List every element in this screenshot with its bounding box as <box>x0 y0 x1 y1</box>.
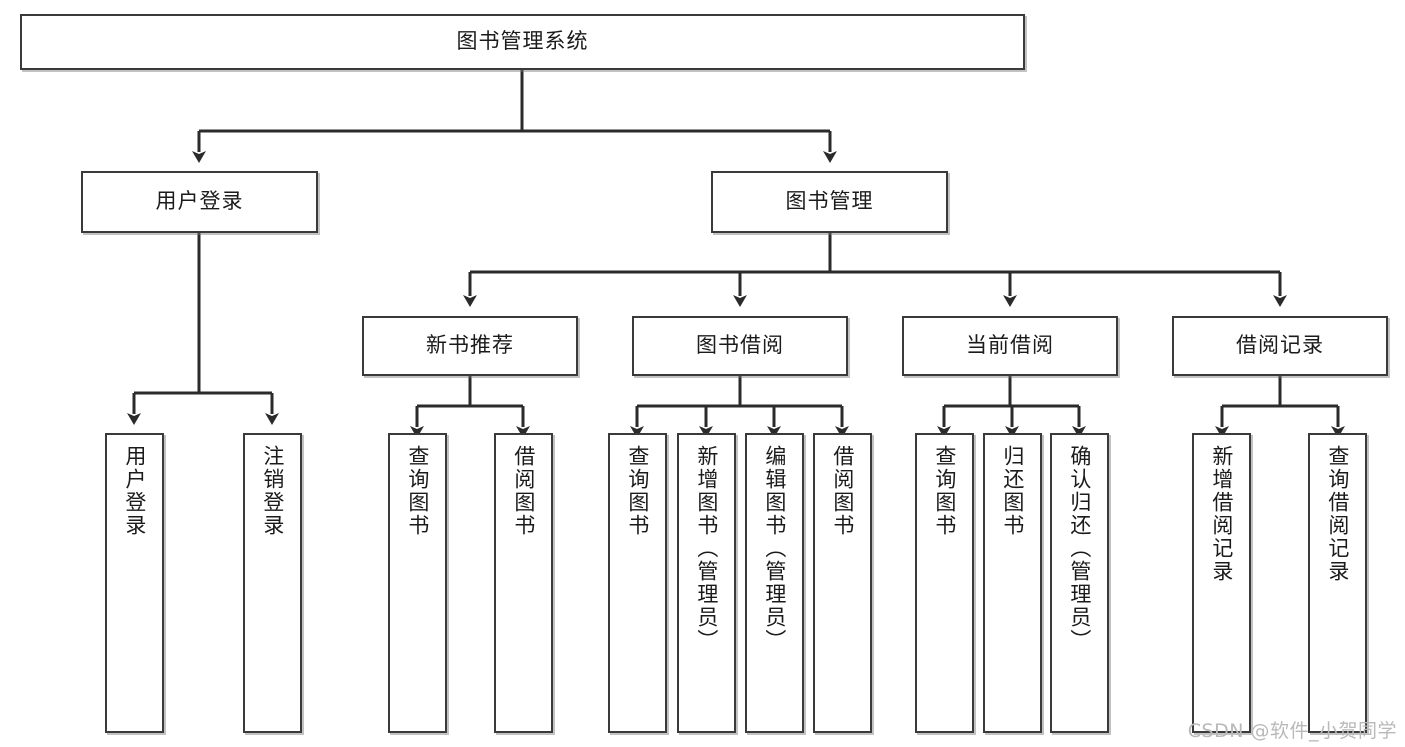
node-label: 新增图书（管理员） <box>694 445 719 652</box>
leaf-query-book-recommend[interactable]: 查询图书 <box>388 433 447 733</box>
node-label: 图书借阅 <box>696 333 784 358</box>
node-label: 查询图书 <box>625 445 650 537</box>
leaf-add-book-admin[interactable]: 新增图书（管理员） <box>677 433 736 733</box>
node-current-borrow[interactable]: 当前借阅 <box>902 316 1118 376</box>
node-new-book-recommend[interactable]: 新书推荐 <box>362 316 578 376</box>
node-label: 图书管理系统 <box>456 29 589 54</box>
node-label: 图书管理 <box>785 189 874 214</box>
node-book-management[interactable]: 图书管理 <box>711 171 948 233</box>
node-label: 新增借阅记录 <box>1209 445 1234 583</box>
leaf-confirm-return-admin[interactable]: 确认归还（管理员） <box>1050 433 1109 733</box>
leaf-return-book[interactable]: 归还图书 <box>983 433 1042 733</box>
node-label: 确认归还（管理员） <box>1067 445 1092 652</box>
node-label: 借阅图书 <box>830 445 855 537</box>
leaf-borrow-book[interactable]: 借阅图书 <box>813 433 872 733</box>
node-root-system[interactable]: 图书管理系统 <box>20 14 1025 70</box>
node-label: 借阅图书 <box>511 445 536 537</box>
node-label: 查询图书 <box>932 445 957 537</box>
watermark-text: CSDN @软件_小贺同学 <box>1187 720 1397 742</box>
leaf-add-borrow-record[interactable]: 新增借阅记录 <box>1192 433 1251 733</box>
leaf-borrow-book-recommend[interactable]: 借阅图书 <box>494 433 553 733</box>
leaf-query-borrow-record[interactable]: 查询借阅记录 <box>1308 433 1367 733</box>
leaf-edit-book-admin[interactable]: 编辑图书（管理员） <box>745 433 804 733</box>
leaf-logout[interactable]: 注销登录 <box>243 433 302 733</box>
node-label: 当前借阅 <box>966 333 1054 358</box>
node-borrow-record[interactable]: 借阅记录 <box>1172 316 1388 376</box>
node-label: 借阅记录 <box>1236 333 1324 358</box>
node-label: 用户登录 <box>122 445 147 537</box>
node-label: 查询借阅记录 <box>1325 445 1350 583</box>
node-book-borrow[interactable]: 图书借阅 <box>632 316 848 376</box>
leaf-user-login[interactable]: 用户登录 <box>105 433 164 733</box>
node-label: 归还图书 <box>1000 445 1025 537</box>
node-label: 编辑图书（管理员） <box>762 445 787 652</box>
node-label: 注销登录 <box>260 445 285 537</box>
node-user-login[interactable]: 用户登录 <box>81 171 318 233</box>
node-label: 查询图书 <box>405 445 430 537</box>
leaf-query-book-current[interactable]: 查询图书 <box>915 433 974 733</box>
node-label: 用户登录 <box>155 189 244 214</box>
node-label: 新书推荐 <box>426 333 514 358</box>
leaf-query-book-borrow[interactable]: 查询图书 <box>608 433 667 733</box>
